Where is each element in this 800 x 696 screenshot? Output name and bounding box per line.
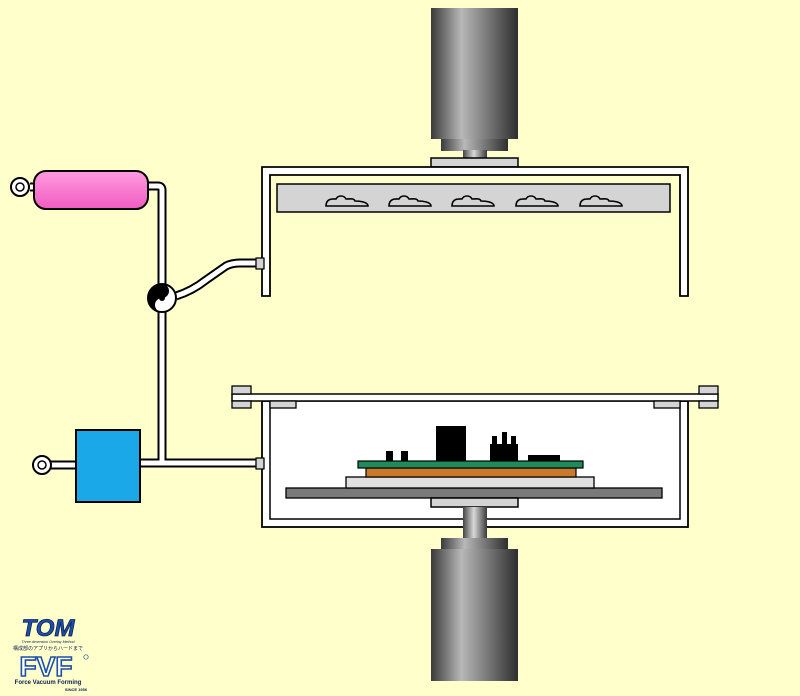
pipe-network — [30, 181, 265, 470]
component-large — [436, 426, 466, 461]
lower-mount-plate — [430, 497, 519, 508]
company-logo: TOM Three dimension Overlay Method 構成部のア… — [13, 615, 89, 692]
workpiece-stack — [285, 426, 663, 499]
ring-fitting-icon — [32, 455, 52, 475]
upper-actuator — [430, 8, 519, 168]
spacer-plate — [345, 476, 595, 489]
logo-tagline: Three dimension Overlay Method — [21, 640, 75, 644]
fitting-upper — [255, 257, 265, 270]
component-flat — [528, 455, 560, 461]
fitting-lower — [255, 457, 265, 470]
lower-piston-rod — [463, 507, 487, 540]
logo-japanese-line: 構成部のアプリからハードまで — [13, 645, 83, 652]
upper-cylinder-icon — [431, 8, 518, 139]
component-small-1 — [386, 451, 393, 461]
upper-mount-plate — [430, 157, 519, 168]
pcb-board — [357, 460, 584, 469]
logo-brand: TOM — [22, 615, 76, 642]
upper-chamber-shell — [261, 166, 689, 297]
logo-product: FVF — [20, 651, 73, 682]
registered-mark-icon — [83, 654, 89, 660]
inner-ledge-left — [269, 400, 297, 409]
upper-chamber — [261, 166, 689, 297]
logo-product-full: Force Vacuum Forming — [15, 680, 82, 686]
ring-fitting-icon — [10, 177, 30, 197]
lower-cylinder-icon — [431, 549, 518, 681]
base-plate — [285, 487, 663, 499]
heater-panel — [276, 183, 671, 213]
clamp-left-top — [231, 385, 252, 395]
component-body-3 — [490, 444, 518, 461]
pcb-orange-layer — [365, 467, 577, 478]
film-clamp-frame — [231, 393, 719, 402]
lower-actuator — [430, 497, 519, 681]
clamp-left-bottom — [231, 400, 252, 409]
lower-cylinder-collar — [441, 538, 508, 550]
three-way-valve-icon — [147, 283, 177, 313]
heater-element-icon — [325, 195, 623, 207]
pressure-tank — [10, 170, 149, 210]
upper-cylinder-collar — [441, 139, 508, 151]
inner-ledge-right — [653, 400, 681, 409]
clamp-right-bottom — [698, 400, 719, 409]
vacuum-pump-icon — [75, 429, 141, 503]
vacuum-pump — [32, 429, 141, 503]
component-small-2 — [401, 451, 408, 461]
logo-since: SINCE 1956 — [65, 687, 88, 692]
upper-piston-rod — [463, 150, 487, 159]
pressure-tank-icon — [33, 170, 149, 210]
clamp-right-top — [698, 385, 719, 395]
